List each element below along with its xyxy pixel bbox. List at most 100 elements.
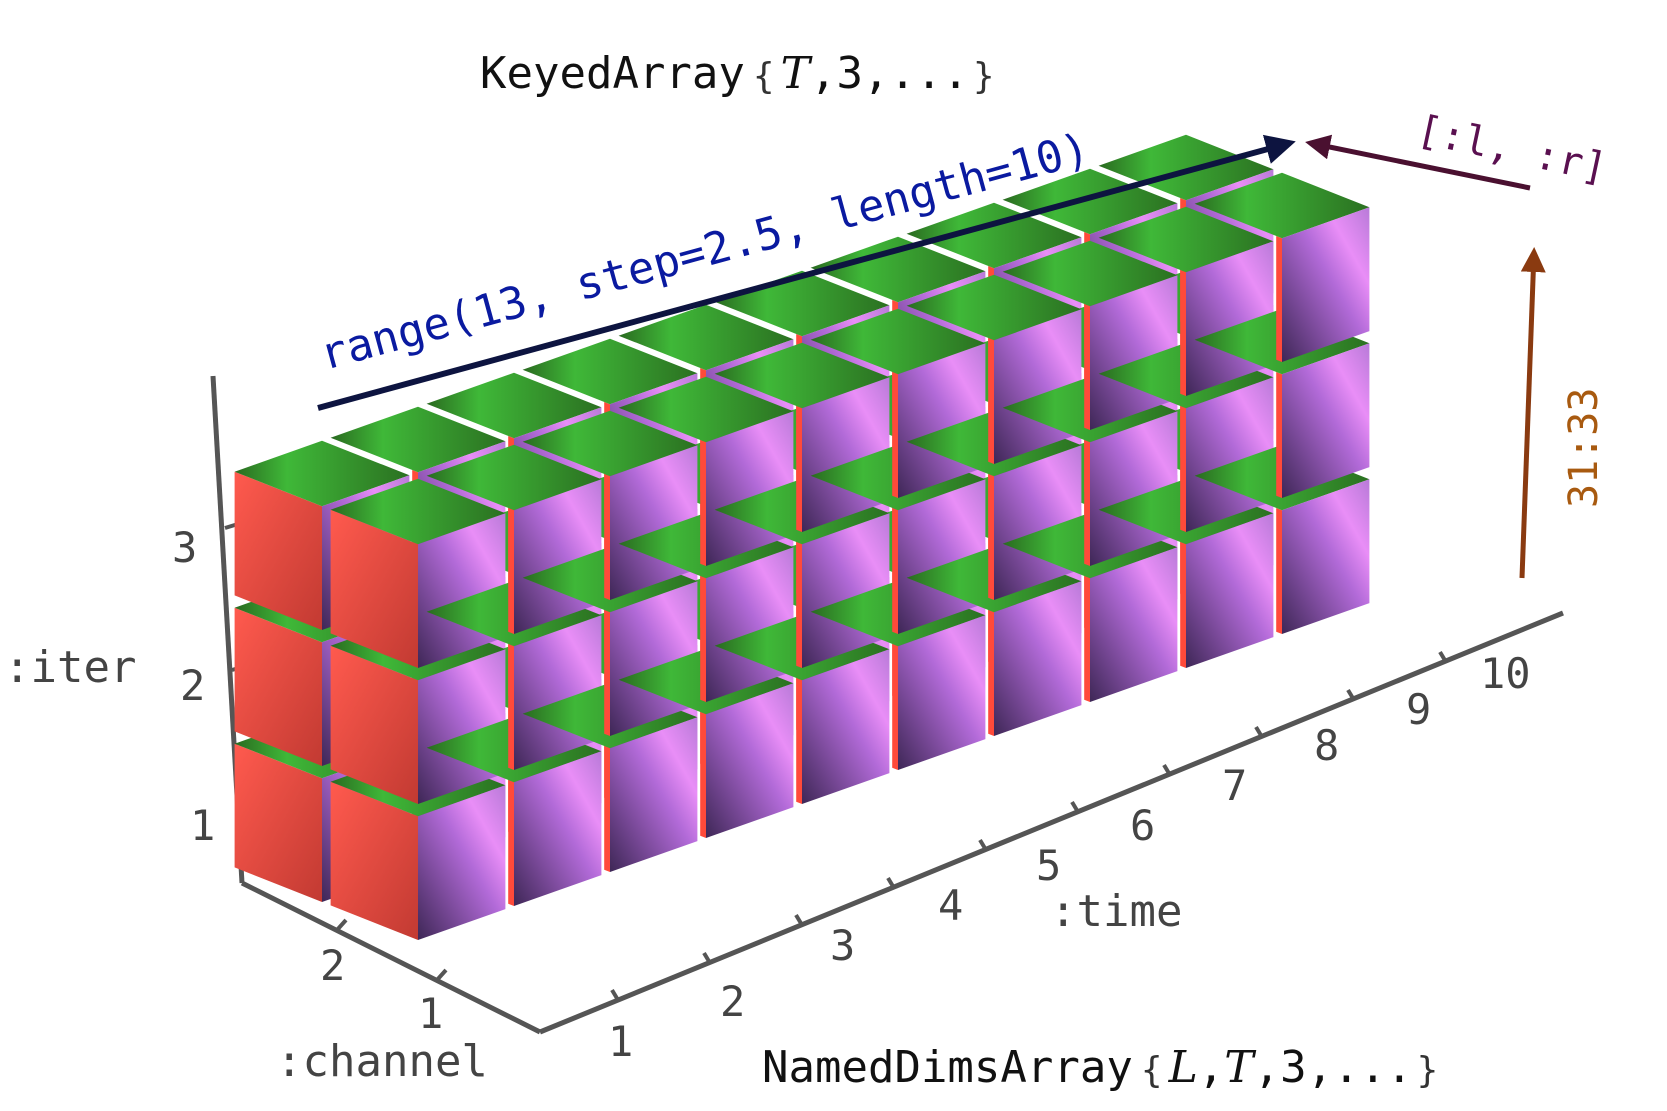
cube-front-face [1282, 343, 1370, 498]
named-params-rest: ,3,... [1254, 1042, 1413, 1093]
keyed-close-brace: } [973, 56, 995, 97]
cube-front-face [898, 615, 986, 770]
cube-front-face [1090, 547, 1178, 702]
cube-seam [988, 610, 994, 736]
keyed-open-brace: { [753, 56, 775, 97]
cube-top-face [1002, 168, 1178, 235]
iter-tick-labels: 3 2 1 [172, 523, 215, 850]
time-tick-labels: 1 2 3 4 5 6 7 8 9 10 [608, 649, 1531, 1066]
channel-tick-label: 2 [320, 941, 345, 990]
time-tick-label: 5 [1036, 841, 1061, 890]
cube-side-face [330, 645, 418, 804]
time-tick-10 [1438, 650, 1448, 664]
cube-top-face [906, 274, 1082, 341]
time-tick-label: 10 [1480, 649, 1531, 698]
cube-top-face [618, 376, 794, 443]
named-array-name: NamedDimsArray [762, 1042, 1133, 1093]
cube-seam [892, 644, 898, 770]
time-tick-6 [1070, 800, 1080, 814]
iter-key-arrow [1519, 247, 1546, 579]
time-tick-4 [886, 876, 896, 890]
cube-front-face [1282, 207, 1370, 362]
cube-seam [892, 508, 898, 634]
cube-seam [796, 678, 802, 804]
cube-side-face [234, 471, 322, 630]
iter-key-label: 31:33 [1561, 388, 1607, 508]
channel-axis-label: :channel [276, 1036, 488, 1087]
cube-seam [700, 712, 706, 838]
time-tick-label: 3 [830, 921, 855, 970]
cube-seam [1276, 236, 1282, 362]
cube-seam [1084, 440, 1090, 566]
cube-top-face [1002, 240, 1178, 307]
keyed-params-rest: ,3,... [810, 48, 969, 99]
named-param-L: L [1168, 1042, 1198, 1093]
cube-seam [700, 576, 706, 702]
cube-seam [700, 440, 706, 566]
cube-seam [604, 746, 610, 872]
time-tick-label: 4 [938, 881, 963, 930]
iter-axis-label: :iter [4, 642, 136, 693]
keyed-array-name: KeyedArray [480, 48, 745, 99]
cube-top-face [1098, 206, 1274, 273]
time-tick-3 [794, 913, 804, 927]
cube-top-face [1098, 134, 1274, 201]
channel-key-annotation: [:l, :r] [1305, 107, 1611, 192]
named-dims-array-title: NamedDimsArray{L,T,3,...} [762, 1042, 1438, 1093]
channel-tick-label: 1 [418, 989, 443, 1038]
cube-front-face [1186, 513, 1274, 668]
channel-tick-1 [435, 968, 448, 982]
cube-seam [508, 780, 514, 906]
cube-seam [1084, 576, 1090, 702]
time-tick-label: 1 [608, 1017, 633, 1066]
cube-top-face [330, 406, 506, 473]
cube-front-face [514, 751, 602, 906]
cube-seam [1180, 542, 1186, 668]
cube-side-face [330, 509, 418, 668]
cube-seam [1180, 406, 1186, 532]
cube-front-face [418, 785, 506, 940]
cube-side-face [234, 743, 322, 902]
time-tick-7 [1162, 763, 1172, 777]
channel-axis-line [240, 880, 542, 1035]
iter-tick-label: 2 [180, 661, 205, 710]
time-tick-2 [702, 951, 712, 965]
time-axis-label: :time [1050, 886, 1182, 937]
channel-tick-labels: 2 1 [320, 941, 443, 1038]
cube-front-face [994, 581, 1082, 736]
cube-seam [988, 474, 994, 600]
cube-seam [508, 508, 514, 634]
cube-grid [234, 134, 1370, 940]
time-tick-9 [1346, 688, 1356, 702]
cube-front-face [1282, 479, 1370, 634]
time-tick-5 [978, 838, 988, 852]
cube-front-face [802, 649, 890, 804]
cube-seam [988, 338, 994, 464]
cube-side-face [330, 781, 418, 940]
cube-top-face [906, 202, 1082, 269]
cube-front-face [706, 683, 794, 838]
time-tick-label: 8 [1314, 721, 1339, 770]
time-tick-8 [1254, 725, 1264, 739]
time-key-arrow [317, 134, 1296, 411]
cube-seam [604, 610, 610, 736]
cube-seam [1084, 304, 1090, 430]
time-tick-label: 9 [1406, 685, 1431, 734]
named-close-brace: } [1417, 1050, 1439, 1091]
iter-tick-label: 1 [190, 801, 215, 850]
iter-key-annotation: 31:33 [1519, 247, 1607, 579]
cube-top-face [522, 410, 698, 477]
cube-top-face [426, 444, 602, 511]
cube-front-face [610, 717, 698, 872]
cube-seam [508, 644, 514, 770]
named-comma: , [1198, 1042, 1225, 1093]
cube-top-face [810, 308, 986, 375]
channel-tick-2 [335, 918, 348, 932]
time-tick-label: 2 [720, 977, 745, 1026]
cube-top-face [714, 342, 890, 409]
iter-tick-label: 3 [172, 523, 197, 572]
cube-top-face [234, 440, 410, 507]
cube-top-face [810, 236, 986, 303]
